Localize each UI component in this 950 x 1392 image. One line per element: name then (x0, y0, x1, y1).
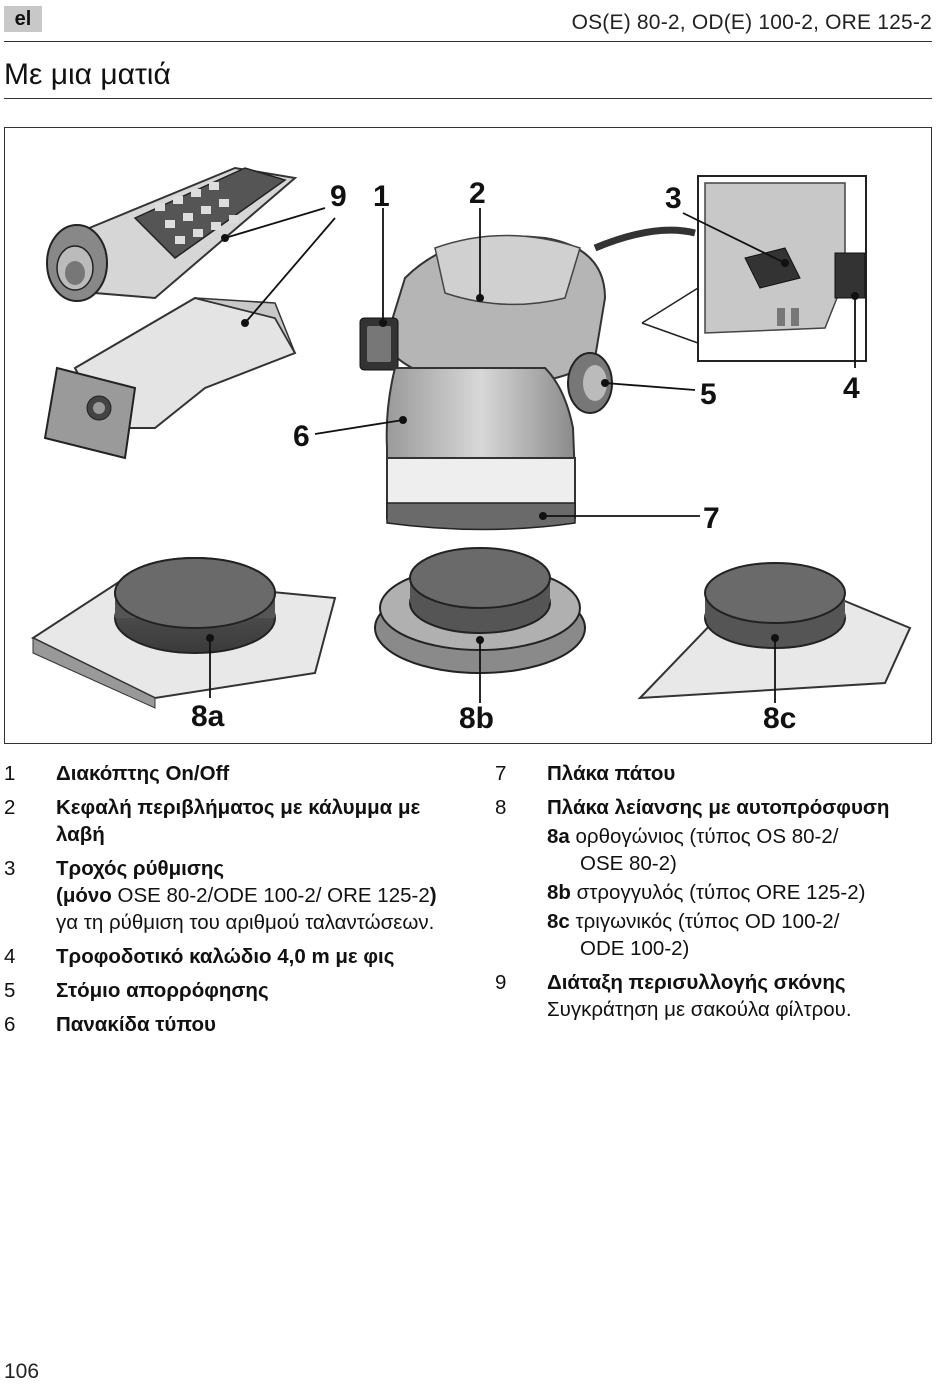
product-illustration: 9 1 2 3 4 5 6 7 8a 8b 8c (4, 127, 932, 744)
sander-body (359, 226, 696, 531)
legend-title: Τροφοδοτικό καλώδιο 4,0 m με φις (56, 945, 395, 968)
legend-description: γα τη ρύθμιση του αριθμού ταλαντώσεων. (56, 911, 435, 934)
callout-3: 3 (665, 182, 682, 215)
leader-lines (209, 207, 856, 703)
title-divider (4, 98, 932, 99)
legend-item: 5 Στόμιο απορρόφησης (4, 977, 464, 1004)
callout-8b: 8b (459, 702, 494, 735)
legend-title: Πλάκα λείανσης με αυτοπρόσφυση (547, 796, 890, 819)
page-number: 106 (4, 1360, 40, 1383)
legend-subitem-id: 8b (547, 881, 571, 904)
legend-item: 6 Πανακίδα τύπου (4, 1011, 464, 1038)
legend-item: 2 Κεφαλή περιβλήματος με κάλυμμα με λαβή (4, 794, 464, 848)
sander-drawing: 9 1 2 3 4 5 6 7 8a 8b 8c (30, 166, 912, 735)
legend-subitem-text: ορθογώνιος (τύπος OS 80-2/ (575, 825, 839, 848)
legend-item: 7 Πλάκα πάτου (495, 760, 935, 787)
legend-title: Στόμιο απορρόφησης (56, 979, 269, 1002)
leader-dots (206, 234, 859, 644)
inset-detail (641, 175, 867, 362)
legend-paren-close: ) (429, 884, 437, 907)
legend-number: 1 (4, 762, 16, 785)
legend-title: Πλάκα πάτου (547, 762, 676, 785)
legend-subitem-continuation: ODE 100-2) (580, 937, 690, 960)
legend-title: Διάταξη περισυλλογής σκόνης (547, 971, 846, 994)
callout-8a: 8a (191, 700, 225, 733)
language-tab: el (4, 6, 42, 32)
legend-subitem-id: 8a (547, 825, 570, 848)
callout-6: 6 (293, 420, 310, 453)
legend-number: 2 (4, 796, 16, 819)
legend-item: 9 Διάταξη περισυλλογής σκόνης Συγκράτηση… (495, 969, 935, 1023)
legend-item: 1 Διακόπτης On/Off (4, 760, 464, 787)
pad-triangular (637, 562, 912, 700)
pad-rectangular (30, 557, 337, 709)
callout-2: 2 (469, 177, 486, 210)
legend-description: Συγκράτηση με σακούλα φίλτρου. (547, 998, 852, 1021)
legend-title: Τροχός ρύθμισης (56, 857, 225, 880)
callout-8c: 8c (763, 702, 796, 735)
filter-bag (43, 296, 297, 460)
legend-item: 3 Τροχός ρύθμισης (μόνο OSE 80-2/ODE 100… (4, 855, 464, 936)
legend-number: 7 (495, 762, 507, 785)
legend-subitem-text: στρογγυλός (τύπος ORE 125-2) (576, 881, 866, 904)
legend-subitem-continuation: OSE 80-2) (580, 852, 677, 875)
legend-number: 5 (4, 979, 16, 1002)
legend-item: 4 Τροφοδοτικό καλώδιο 4,0 m με φις (4, 943, 464, 970)
legend-number: 3 (4, 857, 16, 880)
model-header: OS(E) 80-2, OD(E) 100-2, ORE 125-2 (571, 11, 932, 34)
dust-box (46, 166, 298, 302)
legend-subitem: 8c τριγωνικός (τύπος OD 100-2/ODE 100-2) (547, 908, 935, 962)
legend-title: Πανακίδα τύπου (56, 1013, 216, 1036)
legend-left-column: 1 Διακόπτης On/Off 2 Κεφαλή περιβλήματος… (4, 760, 464, 1045)
legend-number: 9 (495, 971, 507, 994)
legend-subitem-text: τριγωνικός (τύπος OD 100-2/ (575, 910, 840, 933)
legend-paren-rest: OSE 80-2/ODE 100-2/ ORE 125-2 (111, 884, 430, 907)
legend-number: 4 (4, 945, 16, 968)
callout-7: 7 (703, 502, 720, 535)
legend-subitem-id: 8c (547, 910, 570, 933)
legend-number: 6 (4, 1013, 16, 1036)
legend-title: Κεφαλή περιβλήματος με κάλυμμα με λαβή (56, 796, 421, 846)
legend-item: 8 Πλάκα λείανσης με αυτοπρόσφυση 8a ορθο… (495, 794, 935, 962)
header-divider (4, 41, 932, 42)
legend-subitem: 8b στρογγυλός (τύπος ORE 125-2) (547, 879, 935, 906)
callout-5: 5 (700, 378, 717, 411)
callout-4: 4 (843, 372, 860, 405)
legend-paren-bold: (μόνο (56, 884, 112, 907)
callout-1: 1 (373, 180, 390, 213)
page-title: Με μια ματιά (4, 58, 171, 91)
legend-title: Διακόπτης On/Off (56, 762, 230, 785)
legend-number: 8 (495, 796, 507, 819)
callout-9: 9 (330, 180, 347, 213)
pad-round (374, 547, 586, 674)
legend-right-column: 7 Πλάκα πάτου 8 Πλάκα λείανσης με αυτοπρ… (495, 760, 935, 1030)
legend-subitem: 8a ορθογώνιος (τύπος OS 80-2/OSE 80-2) (547, 823, 935, 877)
